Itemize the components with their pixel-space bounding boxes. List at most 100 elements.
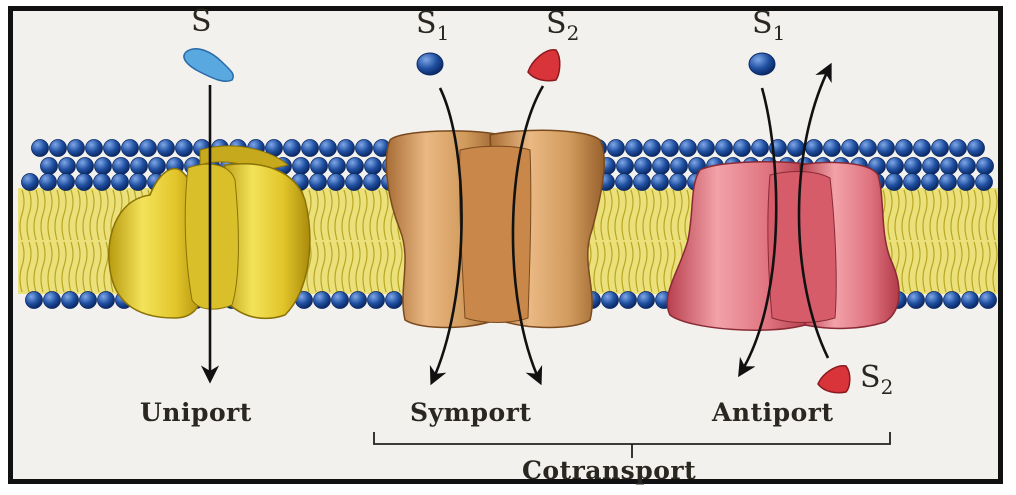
phospholipid-head [22,174,39,191]
phospholipid-head [652,174,669,191]
phospholipid-head [328,174,345,191]
phospholipid-head [122,140,139,157]
phospholipid-head [752,140,769,157]
phospholipid-head [670,174,687,191]
phospholipid-head [635,158,652,175]
antiport-s2-label: S2 [860,360,893,399]
phospholipid-head [59,158,76,175]
antiport-protein [667,162,899,330]
phospholipid-head [314,292,331,309]
phospholipid-head [44,292,61,309]
phospholipid-head [962,292,979,309]
phospholipid-head [347,158,364,175]
phospholipid-head [140,140,157,157]
phospholipid-head [284,140,301,157]
phospholipid-head [94,174,111,191]
phospholipid-head [638,292,655,309]
phospholipid-head [332,292,349,309]
phospholipid-head [788,140,805,157]
phospholipid-head [50,140,67,157]
phospholipid-head [149,158,166,175]
phospholipid-head [86,140,103,157]
phospholipid-head [176,140,193,157]
symport-caption: Symport [410,398,531,427]
phospholipid-head [626,140,643,157]
phospholipid-head [634,174,651,191]
antiport-s1-label: S1 [752,6,785,45]
uniport-substrate-s [184,49,233,82]
phospholipid-head [293,158,310,175]
symport-substrate-s1 [417,53,443,75]
phospholipid-head [932,140,949,157]
phospholipid-head [62,292,79,309]
phospholipid-head [617,158,634,175]
antiport-caption: Antiport [712,398,834,427]
phospholipid-head [311,158,328,175]
phospholipid-head [671,158,688,175]
symport-protein [386,130,604,327]
phospholipid-head [320,140,337,157]
phospholipid-head [386,292,403,309]
phospholipid-head [662,140,679,157]
phospholipid-head [977,158,994,175]
phospholipid-head [76,174,93,191]
antiport-substrate-s1 [749,53,775,75]
phospholipid-head [41,158,58,175]
phospholipid-head [950,140,967,157]
symport-s2-label: S2 [546,6,579,45]
phospholipid-head [620,292,637,309]
phospholipid-head [602,292,619,309]
phospholipid-head [131,158,148,175]
uniport-substrate-label: S [191,4,212,39]
phospholipid-head [130,174,147,191]
phospholipid-head [896,140,913,157]
phospholipid-head [923,158,940,175]
phospholipid-head [922,174,939,191]
phospholipid-head [806,140,823,157]
symport-substrate-s2 [528,50,560,81]
phospholipid-head [158,140,175,157]
phospholipid-head [98,292,115,309]
phospholipid-head [365,158,382,175]
phospholipid-head [980,292,997,309]
phospholipid-head [310,174,327,191]
phospholipid-head [80,292,97,309]
phospholipid-head [824,140,841,157]
phospholipid-head [914,140,931,157]
phospholipid-head [68,140,85,157]
phospholipid-head [77,158,94,175]
phospholipid-head [716,140,733,157]
phospholipid-head [680,140,697,157]
cotransport-bracket [374,432,890,458]
phospholipid-head [368,292,385,309]
phospholipid-head [113,158,130,175]
phospholipid-head [958,174,975,191]
phospholipid-head [944,292,961,309]
symport-s1-label: S1 [416,6,449,45]
phospholipid-head [878,140,895,157]
phospholipid-head [26,292,43,309]
phospholipid-head [905,158,922,175]
phospholipid-head [608,140,625,157]
phospholipid-head [968,140,985,157]
phospholipid-head [976,174,993,191]
phospholipid-head [940,174,957,191]
phospholipid-head [644,140,661,157]
phospholipid-head [887,158,904,175]
uniport-caption: Uniport [140,398,252,427]
phospholipid-head [653,158,670,175]
phospholipid-head [908,292,925,309]
phospholipid-head [904,174,921,191]
phospholipid-head [941,158,958,175]
phospholipid-head [698,140,715,157]
phospholipid-head [346,174,363,191]
phospholipid-head [329,158,346,175]
phospholipid-head [860,140,877,157]
phospholipid-head [616,174,633,191]
phospholipid-head [734,140,751,157]
phospholipid-head [338,140,355,157]
phospholipid-head [104,140,121,157]
phospholipid-head [32,140,49,157]
cotransport-caption: Cotransport [522,456,696,485]
